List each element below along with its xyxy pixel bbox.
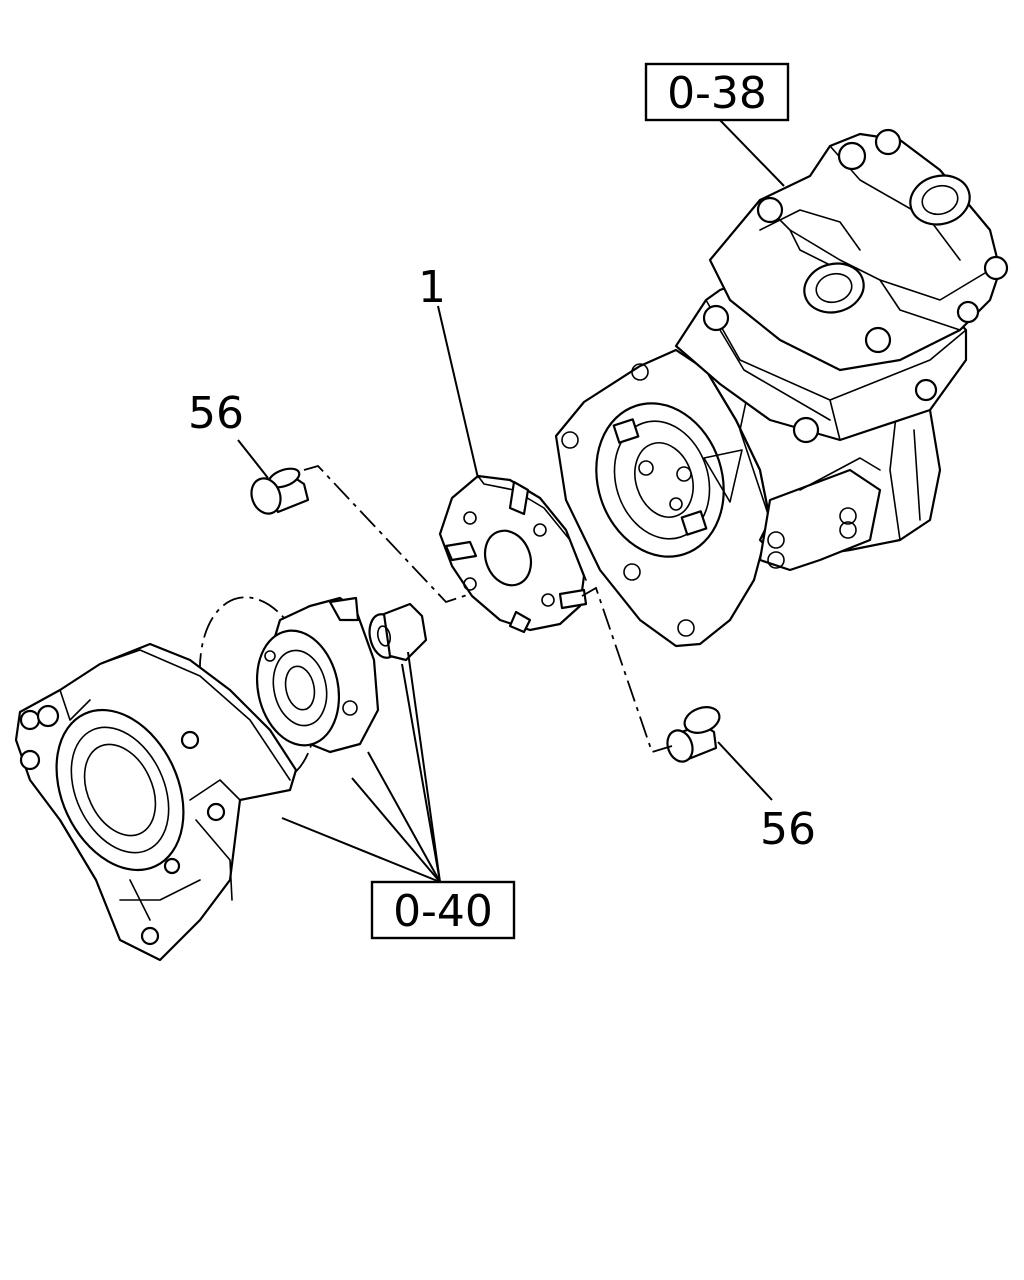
coupling-disc (438, 474, 588, 634)
label-ref-040: 0-40 (370, 880, 516, 940)
label-part-56-upper: 56 (188, 388, 244, 439)
assembly-centerlines (303, 464, 673, 754)
label-part-56-lower: 56 (760, 804, 816, 855)
label-ref-038: 0-38 (644, 62, 790, 122)
bushing-lower (666, 706, 721, 763)
label-part-1: 1 (418, 262, 446, 313)
leader-lines (237, 115, 785, 883)
bushing-upper (250, 467, 310, 515)
svg-text:0-40: 0-40 (393, 886, 493, 937)
svg-text:0-38: 0-38 (667, 68, 767, 119)
compressor-assembly (554, 128, 1009, 648)
drive-housing-assembly (14, 596, 428, 962)
